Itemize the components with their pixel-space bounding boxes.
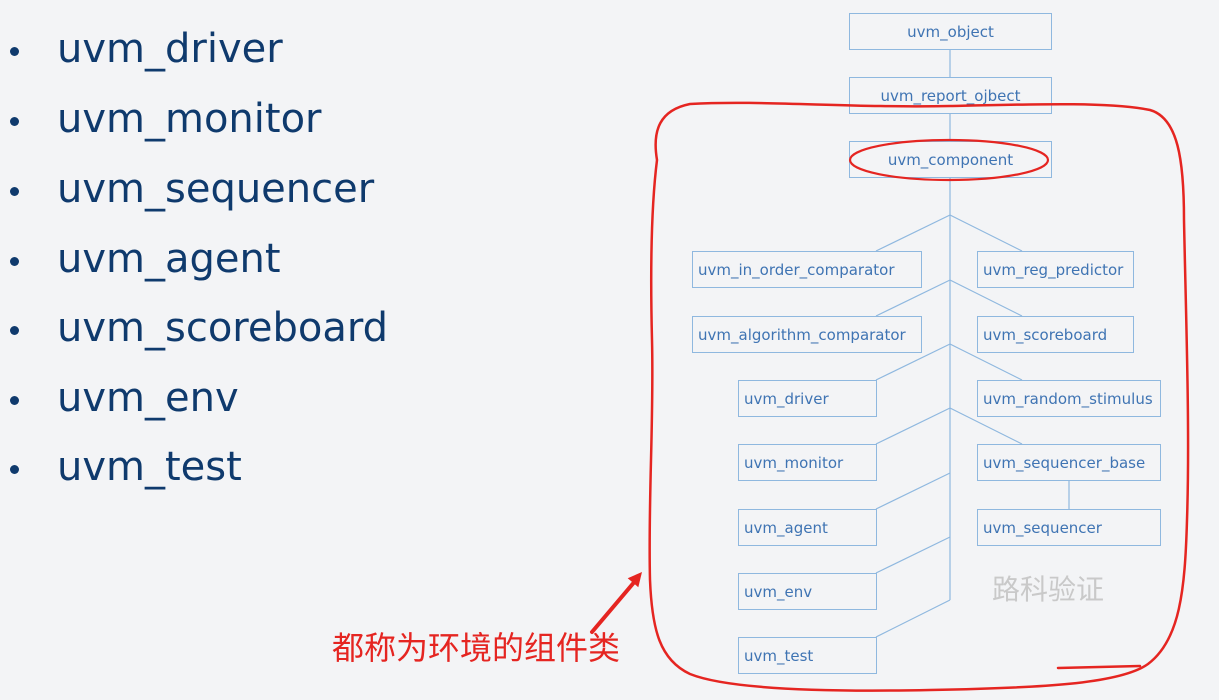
node-uvm-component: uvm_component [849, 141, 1052, 178]
bullet-icon [10, 117, 19, 126]
connector-line [875, 536, 951, 574]
annotation-label: 都称为环境的组件类 [332, 629, 621, 667]
connector-line [875, 599, 951, 638]
bullet-item: uvm_agent [0, 235, 560, 283]
bullet-item-text: uvm_monitor [57, 96, 322, 142]
red-underline-stroke [1056, 664, 1142, 670]
bullet-icon [10, 326, 19, 335]
bullet-item: uvm_scoreboard [0, 304, 560, 352]
bullet-item-text: uvm_test [57, 444, 242, 490]
connector-line [875, 472, 951, 510]
bullet-icon [10, 47, 19, 56]
node-uvm-report-object: uvm_report_ojbect [849, 77, 1052, 114]
bullet-icon [10, 396, 19, 405]
node-uvm-driver: uvm_driver [738, 380, 877, 417]
red-arrow-shaft [590, 578, 638, 634]
node-uvm-reg-predictor: uvm_reg_predictor [977, 251, 1134, 288]
bullet-item-text: uvm_agent [57, 236, 281, 282]
bullet-icon [10, 257, 19, 266]
bullet-item-text: uvm_env [57, 375, 239, 421]
node-uvm-test: uvm_test [738, 637, 877, 674]
connector-line [949, 214, 1023, 252]
node-uvm-agent: uvm_agent [738, 509, 877, 546]
bullet-item: uvm_driver [0, 25, 560, 73]
node-uvm-algorithm-comparator: uvm_algorithm_comparator [692, 316, 922, 353]
node-uvm-env: uvm_env [738, 573, 877, 610]
node-uvm-monitor: uvm_monitor [738, 444, 877, 481]
bullet-item: uvm_env [0, 374, 560, 422]
node-uvm-sequencer: uvm_sequencer [977, 509, 1161, 546]
connector-line [875, 214, 951, 252]
node-uvm-in-order-comparator: uvm_in_order_comparator [692, 251, 922, 288]
node-uvm-scoreboard: uvm_scoreboard [977, 316, 1134, 353]
bullet-item: uvm_sequencer [0, 165, 560, 213]
bullet-item-text: uvm_driver [57, 26, 283, 72]
red-arrow-head-icon [627, 572, 642, 588]
node-uvm-random-stimulus: uvm_random_stimulus [977, 380, 1161, 417]
bullet-icon [10, 187, 19, 196]
bullet-item: uvm_test [0, 443, 560, 491]
bullet-item: uvm_monitor [0, 95, 560, 143]
bullet-item-text: uvm_scoreboard [57, 305, 388, 351]
bullet-item-text: uvm_sequencer [57, 166, 375, 212]
node-uvm-object: uvm_object [849, 13, 1052, 50]
bullet-list: uvm_driver uvm_monitor uvm_sequencer uvm… [0, 0, 560, 700]
node-uvm-sequencer-base: uvm_sequencer_base [977, 444, 1161, 481]
bullet-icon [10, 465, 19, 474]
connector-line [875, 407, 951, 445]
watermark: 路科验证 [992, 573, 1105, 606]
